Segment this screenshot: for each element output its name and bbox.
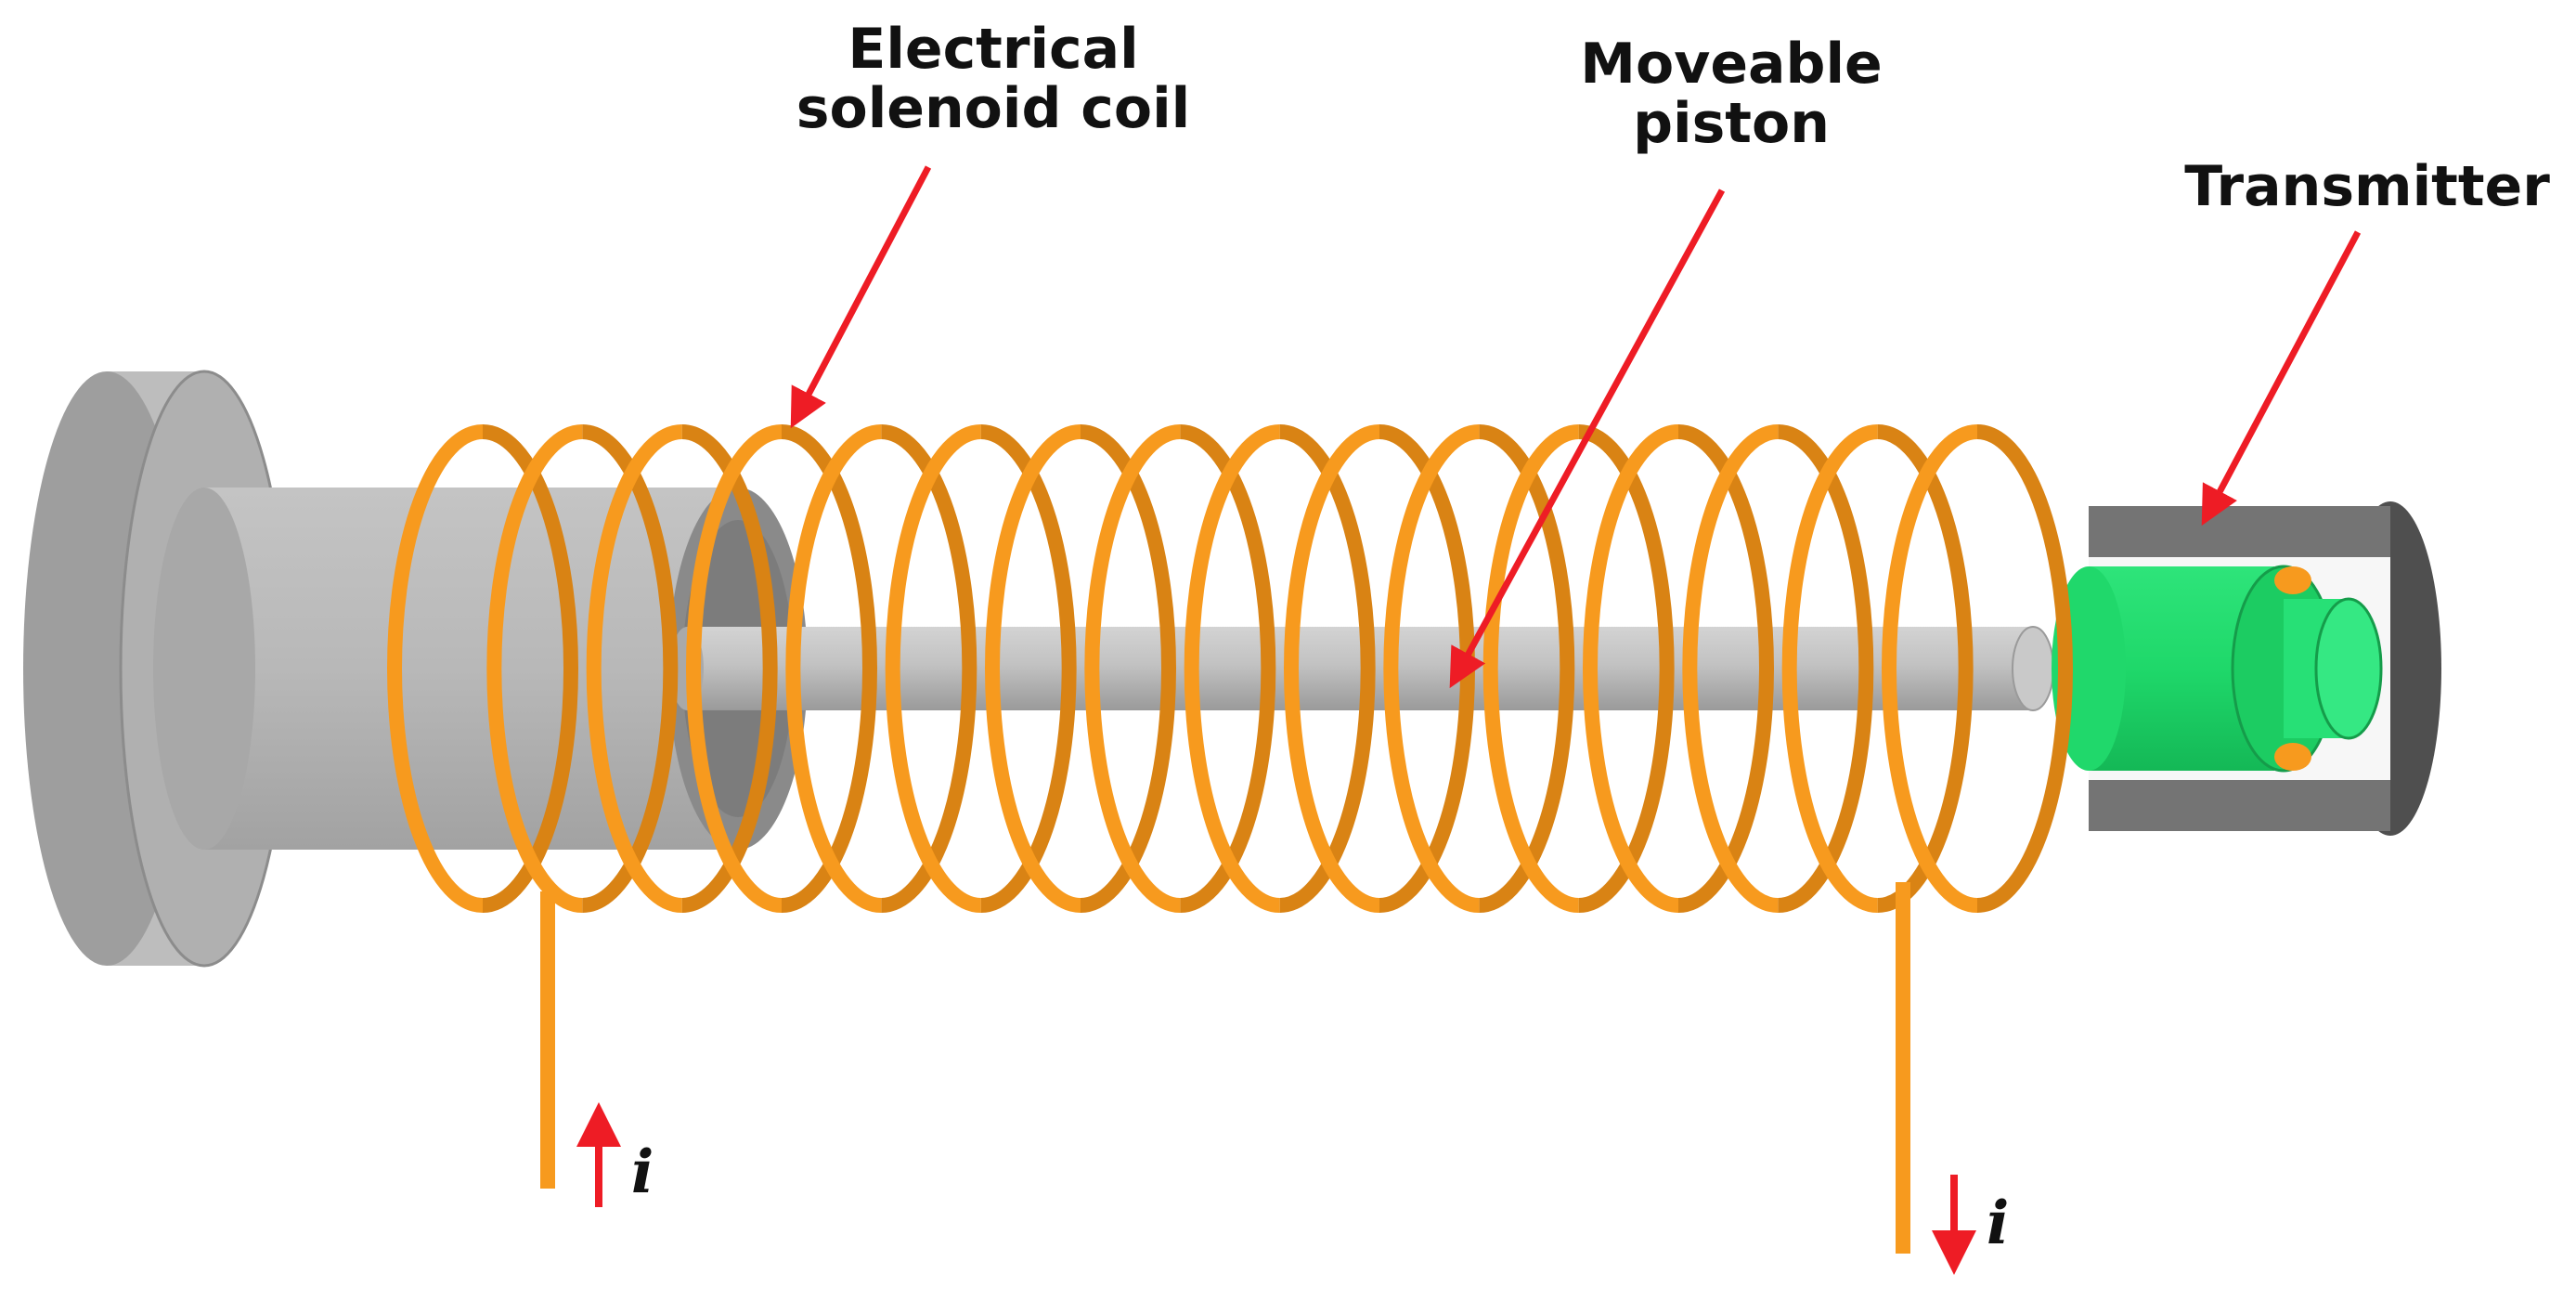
current-in-label: i (631, 1138, 654, 1207)
piston-label: Moveable piston (1560, 32, 1903, 156)
coil-turn-front (1184, 424, 1280, 913)
coil-turn-back (681, 424, 778, 913)
coil-turn-back (1180, 424, 1276, 913)
coil-turn-back (1976, 424, 2073, 913)
coil-label-line1: Electrical (848, 17, 1139, 82)
coil-turn-front (1882, 424, 1978, 913)
coil-turn-front (586, 424, 682, 913)
coil-turn-back (881, 424, 977, 913)
piston-label-line1: Moveable (1580, 32, 1883, 97)
coil-turn-back (1279, 424, 1376, 913)
coil-turn-back (1677, 424, 1774, 913)
current-out-label: i (1987, 1189, 2010, 1258)
coil-turn-front (1284, 424, 1380, 913)
coil-turn-front (486, 424, 583, 913)
coil-turn-back (1778, 424, 1874, 913)
coil-callout-arrow (790, 165, 932, 429)
piston-rod (670, 626, 2054, 711)
transmitter-label-text: Transmitter (2184, 154, 2550, 219)
coil-label-line2: solenoid coil (796, 75, 1191, 141)
coil-turn-back (582, 424, 679, 913)
coil-turn-front (387, 424, 484, 913)
transmitter (2052, 501, 2441, 836)
coil-label: Electrical solenoid coil (784, 20, 1202, 138)
coil-turn-front (985, 424, 1081, 913)
coil-turn-back (1578, 424, 1675, 913)
transmitter-label: Transmitter (2163, 154, 2571, 219)
coil-turn-front (885, 424, 981, 913)
coil-turn-front (1583, 424, 1679, 913)
coil-turn-front (1781, 424, 1878, 913)
piston-label-line2: piston (1633, 90, 1830, 156)
coil-turn-front (686, 424, 783, 913)
coil-turn-front (1682, 424, 1779, 913)
coil-turn-back (482, 424, 578, 913)
coil-turn-front (785, 424, 882, 913)
coil-front-turns (387, 424, 1978, 913)
coil-turn-front (1383, 424, 1480, 913)
transmitter-callout-arrow (2201, 230, 2362, 526)
coil-turn-front (1482, 424, 1579, 913)
coil-turn-back (781, 424, 877, 913)
coil-turn-back (1479, 424, 1575, 913)
coil-turn-back (1080, 424, 1176, 913)
coil-turn-back (1877, 424, 1974, 913)
piston-callout-arrow (1449, 188, 1726, 689)
coil-turn-front (1084, 424, 1181, 913)
coil-turn-back (980, 424, 1077, 913)
